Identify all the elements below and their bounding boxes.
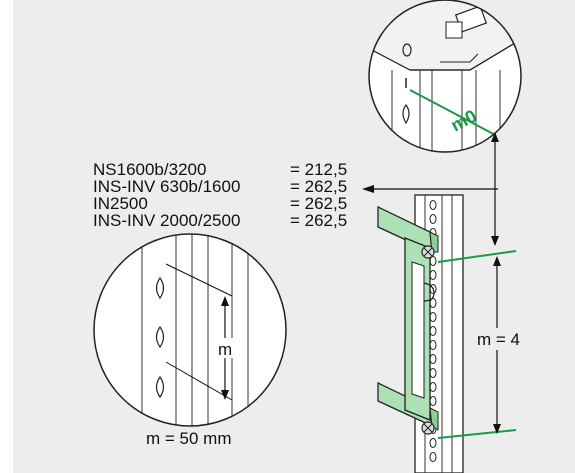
mounting-bracket — [377, 205, 439, 435]
m-step-label: m = 4 — [477, 330, 520, 349]
m-label-bg — [214, 338, 236, 358]
rail-slot — [429, 452, 437, 462]
model-in2500: IN2500 — [93, 194, 148, 213]
detail-circle-left — [93, 233, 287, 427]
value-in2500: = 262,5 — [290, 194, 347, 213]
model-ns1600b: NS1600b/3200 — [93, 160, 206, 179]
model-ins-inv-2000: INS-INV 2000/2500 — [93, 211, 240, 230]
m-step-label-bg — [474, 328, 534, 350]
detail-circle-top — [368, 0, 522, 153]
model-ins-inv-630b: INS-INV 630b/1600 — [93, 177, 240, 196]
value-ns1600b: = 212,5 — [290, 160, 347, 179]
value-ins-inv-630b: = 262,5 — [290, 177, 347, 196]
detail-m-label: m — [218, 340, 232, 359]
value-ins-inv-2000: = 262,5 — [290, 211, 347, 230]
detail-caption: m = 50 mm — [146, 429, 232, 448]
rail-slot — [429, 438, 437, 448]
reference-table: NS1600b/3200 = 212,5 INS-INV 630b/1600 =… — [93, 160, 347, 230]
rail-slot — [429, 200, 437, 210]
rail-slot — [429, 214, 437, 224]
reference-leader — [362, 185, 498, 193]
m0-dimension — [491, 132, 499, 246]
